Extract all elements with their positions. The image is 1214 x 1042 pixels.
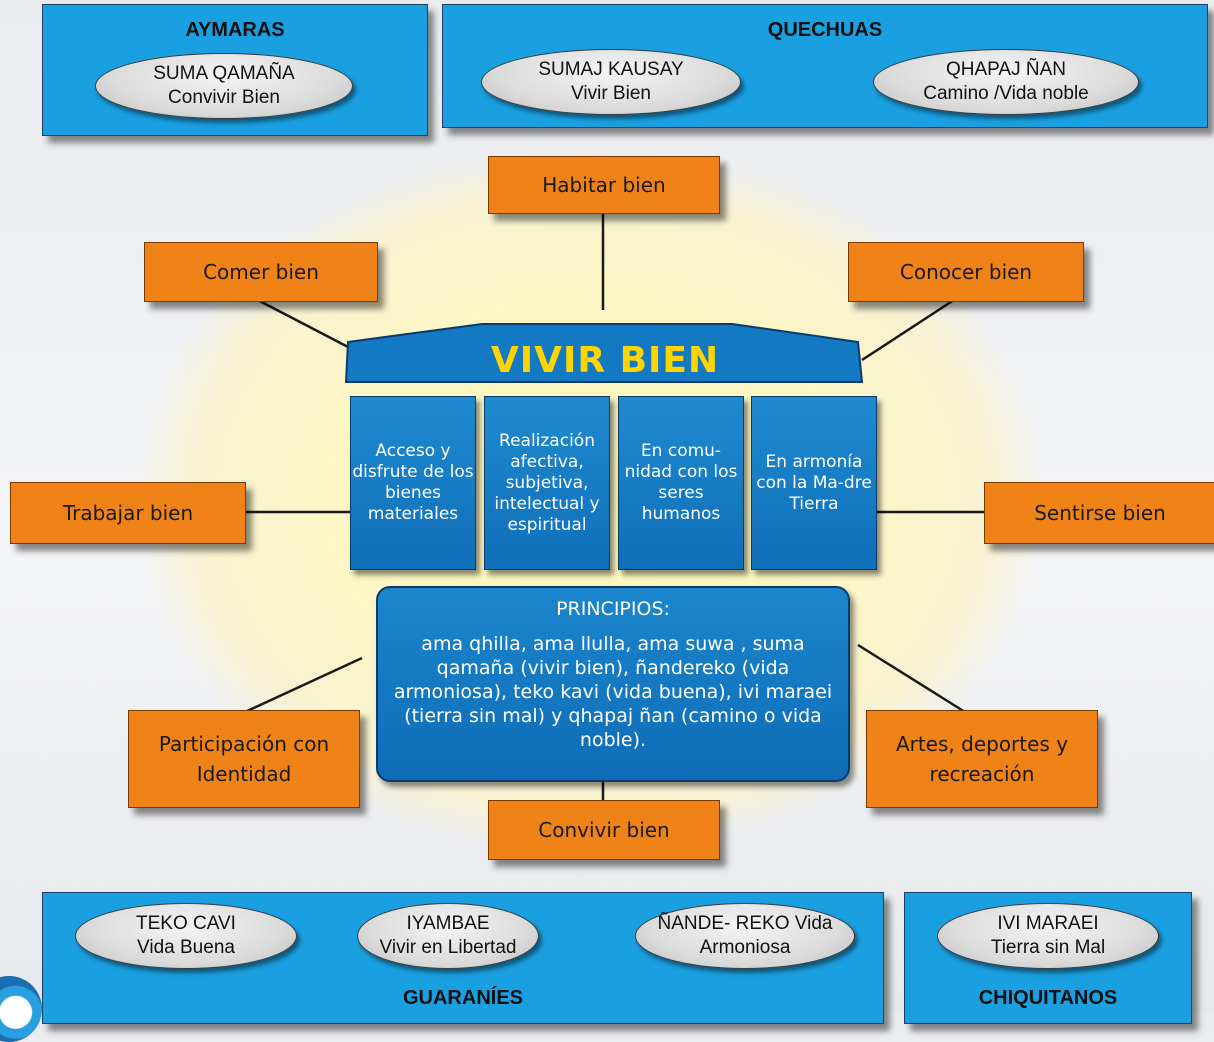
- oval-line1: QHAPAJ ÑAN: [945, 59, 1066, 80]
- pillar-realizacion: Realización afectiva, subjetiva, intelec…: [484, 396, 610, 570]
- quechuas-title: QUECHUAS: [767, 19, 883, 41]
- node-trabajar-bien: Trabajar bien: [10, 482, 246, 544]
- quechuas-oval-qhapaj-nan: QHAPAJ ÑAN Camino /Vida noble: [873, 49, 1139, 115]
- vivir-bien-title: VIVIR BIEN: [490, 340, 720, 381]
- aymaras-title: AYMARAS: [185, 19, 285, 41]
- node-label: Trabajar bien: [62, 501, 194, 525]
- oval-line1: TEKO CAVI: [136, 913, 236, 934]
- oval-line2: Vivir en Libertad: [379, 937, 517, 958]
- aymaras-box: AYMARAS SUMA QAMAÑA Convivir Bien: [42, 4, 428, 136]
- pillar-label: En armonía con la Ma-dre Tierra: [756, 451, 872, 514]
- node-label-line1: Artes, deportes y: [895, 732, 1069, 756]
- chiquitanos-box: IVI MARAEI Tierra sin Mal CHIQUITANOS: [904, 892, 1192, 1024]
- node-label: Convivir bien: [538, 818, 670, 842]
- pillar-comunidad: En comu-nidad con los seres humanos: [618, 396, 744, 570]
- guaranies-oval-iyambae: IYAMBAE Vivir en Libertad: [357, 903, 539, 969]
- oval-line1: SUMAJ KAUSAY: [538, 59, 684, 80]
- oval-line2: Camino /Vida noble: [923, 83, 1089, 104]
- oval-line2: Vivir Bien: [571, 83, 651, 104]
- chiquitanos-title: CHIQUITANOS: [978, 987, 1118, 1009]
- aymaras-oval-suma-qamana: SUMA QAMAÑA Convivir Bien: [95, 53, 353, 119]
- node-participacion-identidad: Participación con Identidad: [128, 710, 360, 808]
- connector-conocer: [861, 294, 961, 362]
- oval-line2: Tierra sin Mal: [990, 937, 1106, 958]
- oval-line1: ÑANDE- REKO Vida: [657, 913, 833, 934]
- guaranies-box: TEKO CAVI Vida Buena IYAMBAE Vivir en Li…: [42, 892, 884, 1024]
- connector-lines: [244, 208, 985, 800]
- node-label: Comer bien: [203, 260, 319, 284]
- quechuas-box: QUECHUAS SUMAJ KAUSAY Vivir Bien QHAPAJ …: [442, 4, 1208, 128]
- node-label: Conocer bien: [899, 260, 1033, 284]
- oval-line2: Vida Buena: [137, 937, 235, 958]
- pillar-label: Acceso y disfrute de los bienes material…: [352, 441, 474, 524]
- roof-shape: [344, 323, 864, 383]
- principios-heading: PRINCIPIOS:: [556, 598, 670, 620]
- node-label: Habitar bien: [542, 173, 666, 197]
- connector-comer: [249, 294, 351, 350]
- pillar-label: Realización afectiva, subjetiva, intelec…: [494, 430, 600, 535]
- node-label-line2: Identidad: [196, 762, 292, 786]
- node-comer-bien: Comer bien: [144, 242, 378, 302]
- pillar-bienes-materiales: Acceso y disfrute de los bienes material…: [350, 396, 476, 570]
- guaranies-title: GUARANÍES: [402, 987, 523, 1009]
- guaranies-oval-teko-cavi: TEKO CAVI Vida Buena: [75, 903, 297, 969]
- pillar-madre-tierra: En armonía con la Ma-dre Tierra: [751, 396, 877, 570]
- oval-line1: IYAMBAE: [406, 913, 490, 934]
- principios-box: PRINCIPIOS: ama qhilla, ama llulla, ama …: [376, 586, 850, 782]
- node-label-line1: Participación con: [158, 732, 330, 756]
- node-label: Sentirse bien: [1034, 501, 1166, 525]
- principios-text: ama qhilla, ama llulla, ama suwa , suma …: [393, 633, 833, 751]
- oval-line1: SUMA QAMAÑA: [153, 63, 295, 84]
- connector-artes: [857, 643, 966, 714]
- oval-line1: IVI MARAEI: [997, 913, 1099, 934]
- node-label-line2: recreación: [929, 762, 1035, 786]
- chiquitanos-oval-ivi-maraei: IVI MARAEI Tierra sin Mal: [937, 903, 1159, 969]
- node-artes-deportes: Artes, deportes y recreación: [866, 710, 1098, 808]
- connector-participacion: [244, 656, 363, 714]
- node-habitar-bien: Habitar bien: [488, 156, 720, 214]
- node-conocer-bien: Conocer bien: [848, 242, 1084, 302]
- node-sentirse-bien: Sentirse bien: [984, 482, 1214, 544]
- oval-line2: Armoniosa: [699, 937, 791, 958]
- guaranies-oval-nande-reko: ÑANDE- REKO Vida Armoniosa: [635, 903, 855, 969]
- quechuas-oval-sumaj-kausay: SUMAJ KAUSAY Vivir Bien: [481, 49, 741, 115]
- oval-line2: Convivir Bien: [168, 87, 280, 108]
- node-convivir-bien: Convivir bien: [488, 800, 720, 860]
- pillar-label: En comu-nidad con los seres humanos: [624, 441, 738, 524]
